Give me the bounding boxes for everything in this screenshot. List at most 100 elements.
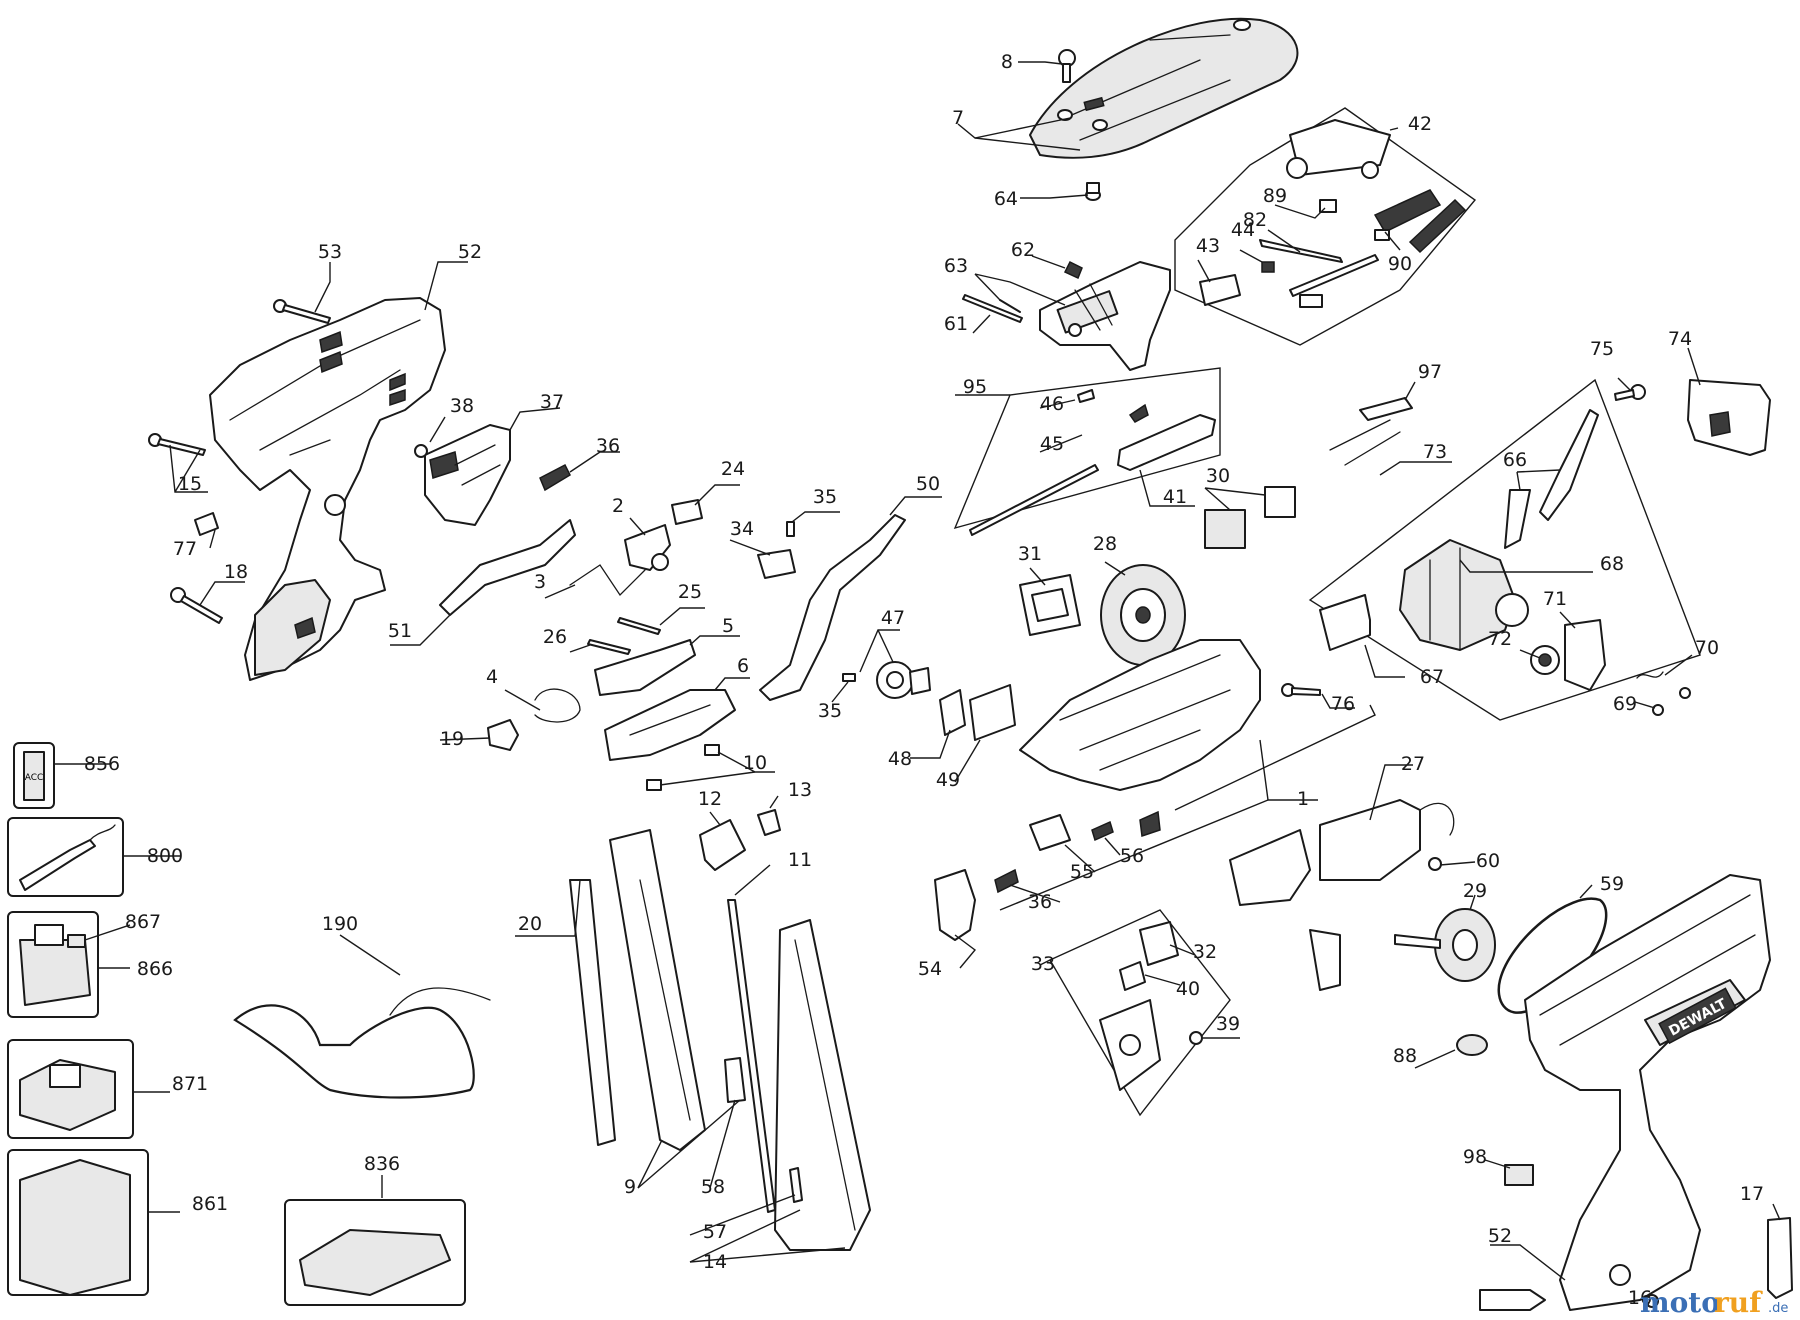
part-26-pin <box>587 639 631 655</box>
part-63-trigger-assembly <box>962 260 1171 371</box>
part-1-main-frame <box>1019 639 1261 838</box>
watermark-part-b: ruf <box>1714 1286 1763 1319</box>
callout-75: 75 <box>1590 338 1614 360</box>
callout-19: 19 <box>440 728 464 750</box>
part-35-pin-upper <box>786 521 795 537</box>
part-95-kit <box>953 367 1221 536</box>
callout-77: 77 <box>173 538 197 560</box>
part-2-latch <box>624 524 671 571</box>
part-34-clip <box>757 549 796 579</box>
callout-2: 2 <box>612 495 624 517</box>
callout-46: 46 <box>1040 393 1064 415</box>
callout-12: 12 <box>698 788 722 810</box>
callout-32: 32 <box>1193 941 1217 963</box>
part-66-plates <box>1504 409 1599 549</box>
callout-33: 33 <box>1031 953 1055 975</box>
part-4-ring <box>534 688 581 723</box>
part-866-battery <box>7 911 99 1018</box>
part-76-screw <box>1281 683 1321 697</box>
part-57-pin <box>789 1167 803 1203</box>
callout-50: 50 <box>916 473 940 495</box>
part-73-kit <box>1308 378 1701 721</box>
callout-190: 190 <box>322 913 358 935</box>
part-50-rod <box>759 514 906 701</box>
callout-82: 82 <box>1243 209 1267 231</box>
part-800-accessory <box>7 817 124 897</box>
part-58-guide <box>724 1057 746 1103</box>
part-867-cap <box>67 934 86 948</box>
callout-35-lower: 35 <box>818 700 842 722</box>
callout-63: 63 <box>944 255 968 277</box>
part-39-screw <box>1189 1031 1203 1045</box>
part-74-latch <box>1687 379 1771 456</box>
part-30-blocks <box>1204 486 1296 549</box>
part-8-screw <box>1058 49 1076 83</box>
callout-17: 17 <box>1740 1183 1764 1205</box>
callout-11: 11 <box>788 849 812 871</box>
part-48-block <box>939 689 966 736</box>
callout-18: 18 <box>224 561 248 583</box>
part-15-screw <box>148 433 206 456</box>
part-20-strip <box>569 879 616 1146</box>
part-51-arm <box>439 519 576 616</box>
callout-36-upper: 36 <box>596 435 620 457</box>
callout-9: 9 <box>624 1176 636 1198</box>
part-54-trigger <box>934 869 976 941</box>
callout-20: 20 <box>518 913 542 935</box>
part-71-endcap <box>1564 619 1606 691</box>
leader-lines <box>55 61 1781 1306</box>
callout-labels: 8 7 64 42 89 82 43 44 90 62 63 61 53 52 … <box>84 51 1764 1309</box>
callout-69: 69 <box>1613 693 1637 715</box>
part-32-bracket <box>1139 921 1179 966</box>
callout-44: 44 <box>1231 219 1255 241</box>
part-14-channel <box>774 919 871 1251</box>
callout-41: 41 <box>1163 486 1187 508</box>
callout-13: 13 <box>788 779 812 801</box>
callout-861: 861 <box>192 1193 228 1215</box>
callout-28: 28 <box>1093 533 1117 555</box>
part-7-top-cover <box>1029 17 1299 159</box>
callout-48: 48 <box>888 748 912 770</box>
callout-38: 38 <box>450 395 474 417</box>
callout-866: 866 <box>137 958 173 980</box>
part-49-block <box>969 684 1016 741</box>
callout-49: 49 <box>936 769 960 791</box>
callout-14: 14 <box>703 1251 727 1273</box>
callout-36-lower: 36 <box>1028 891 1052 913</box>
callout-15: 15 <box>178 473 202 495</box>
callout-4: 4 <box>486 666 498 688</box>
callout-871: 871 <box>172 1073 208 1095</box>
callout-70: 70 <box>1695 637 1719 659</box>
callout-34: 34 <box>730 518 754 540</box>
callout-24: 24 <box>721 458 745 480</box>
part-98-label <box>1504 1164 1534 1186</box>
callout-10: 10 <box>743 752 767 774</box>
callout-89: 89 <box>1263 185 1287 207</box>
part-56-spring <box>1091 820 1114 842</box>
callout-57: 57 <box>703 1221 727 1243</box>
callout-56: 56 <box>1120 845 1144 867</box>
callout-30: 30 <box>1206 465 1230 487</box>
part-60-screw <box>1428 857 1442 871</box>
callout-61: 61 <box>944 313 968 335</box>
part-33-switch <box>1099 999 1161 1091</box>
part-12-latch <box>699 819 746 871</box>
part-47-gear <box>876 661 931 699</box>
callout-98: 98 <box>1463 1146 1487 1168</box>
callout-867: 867 <box>125 911 161 933</box>
part-97-wire <box>1329 397 1413 466</box>
callout-31: 31 <box>1018 543 1042 565</box>
callout-58: 58 <box>701 1176 725 1198</box>
part-69-screws <box>1652 687 1691 716</box>
part-53-screw <box>273 299 331 324</box>
part-9-magazine <box>609 829 706 1151</box>
part-67-bracket <box>1319 594 1371 651</box>
part-871-charger <box>7 1039 134 1139</box>
callout-67: 67 <box>1420 666 1444 688</box>
part-35-pin-lower <box>842 673 856 682</box>
part-38-screw <box>414 444 428 458</box>
callout-47: 47 <box>881 607 905 629</box>
part-64-nut <box>1085 182 1101 201</box>
callout-74: 74 <box>1668 328 1692 350</box>
